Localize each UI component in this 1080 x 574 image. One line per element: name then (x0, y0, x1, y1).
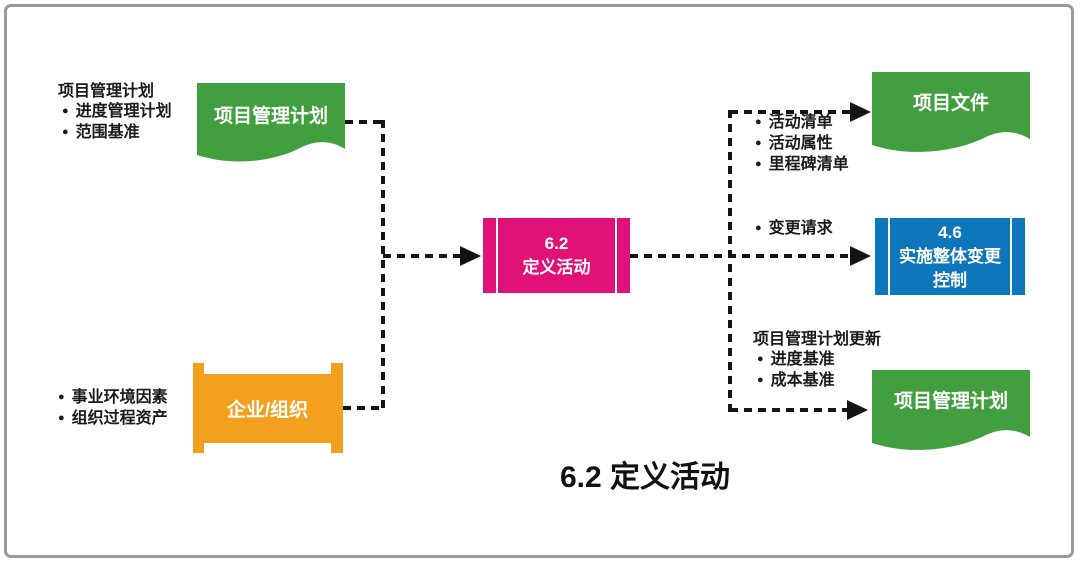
project-files-document-shape (872, 72, 1030, 152)
reference-box-name-line2: 控制 (933, 270, 967, 290)
pmp-update-document-label: 项目管理计划 (893, 390, 1008, 412)
note-item: 活动属性 (755, 134, 849, 155)
pmp-input-document-label: 项目管理计划 (213, 105, 328, 127)
pmp-update-note-title: 项目管理计划更新 (753, 331, 882, 348)
note-item: 成本基准 (757, 371, 881, 392)
note-item: 组织过程资产 (58, 409, 168, 430)
project-files-note-list: 活动清单 活动属性 里程碑清单 (751, 113, 849, 176)
note-item: 进度基准 (757, 350, 881, 371)
enterprise-note-list: 事业环境因素 组织过程资产 (54, 388, 168, 430)
pmp-input-document-shape (197, 83, 345, 162)
note-item: 范围基准 (62, 123, 172, 144)
reference-box-code: 4.6 (938, 222, 962, 242)
enterprise-shape-left-bar (193, 363, 204, 453)
process-box-code: 6.2 (544, 233, 569, 253)
pmp-input-note-title: 项目管理计划 (58, 83, 155, 100)
note-item: 事业环境因素 (58, 388, 168, 409)
change-request-note-list: 变更请求 (751, 219, 833, 240)
arrowhead-into-project-files (850, 102, 871, 122)
note-item: 变更请求 (755, 219, 833, 240)
diagram-border (4, 4, 1074, 558)
diagram-caption: 6.2 定义活动 (559, 461, 731, 494)
pmp-update-document-shape (872, 370, 1030, 450)
arrowhead-into-process (460, 246, 481, 266)
pmp-update-note-list: 进度基准 成本基准 (753, 350, 881, 392)
enterprise-shape (193, 363, 343, 453)
arrowhead-into-change-control (850, 246, 871, 266)
pmp-input-note-list: 进度管理计划 范围基准 (58, 102, 172, 144)
note-item: 里程碑清单 (755, 155, 849, 176)
pmp-input-note: 项目管理计划 进度管理计划 范围基准 (58, 82, 172, 144)
enterprise-shape-label: 企业/组织 (226, 400, 309, 421)
process-box-name: 定义活动 (522, 257, 591, 277)
enterprise-shape-right-bar (331, 363, 343, 453)
note-item: 进度管理计划 (62, 102, 172, 123)
project-files-note: 活动清单 活动属性 里程碑清单 (751, 113, 849, 176)
note-item: 活动清单 (755, 113, 849, 134)
enterprise-shape-body (204, 374, 331, 443)
process-box-define-activities: 6.2 定义活动 (483, 218, 630, 293)
enterprise-note: 事业环境因素 组织过程资产 (54, 388, 168, 430)
reference-box-name-line1: 实施整体变更 (899, 246, 1001, 266)
project-files-document-label: 项目文件 (912, 92, 989, 114)
arrowhead-into-pmp-update (847, 400, 868, 420)
pmp-update-note: 项目管理计划更新 进度基准 成本基准 (753, 330, 881, 392)
change-request-note: 变更请求 (751, 219, 833, 240)
reference-box-perform-integrated-change-control: 4.6 实施整体变更 控制 (875, 218, 1025, 295)
